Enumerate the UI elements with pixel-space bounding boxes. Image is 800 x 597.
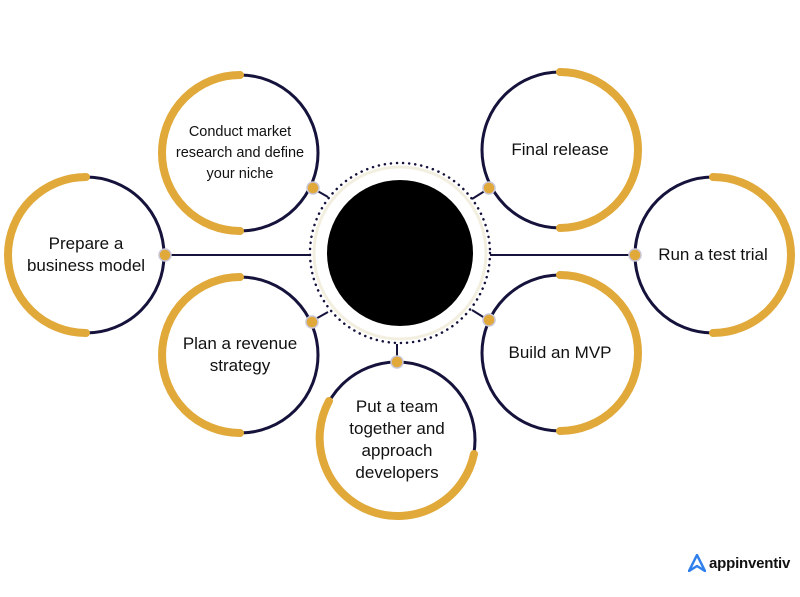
step-label-market-research: Conduct market research and define your … — [175, 123, 305, 182]
center-circle — [327, 180, 473, 326]
node-dot-revenue-strategy — [305, 315, 319, 329]
step-label-team: Put a team together and approach develop… — [349, 397, 445, 482]
center-dotted-ring — [308, 161, 492, 345]
center-halo — [312, 165, 488, 341]
gold-arc-mvp — [556, 271, 642, 435]
step-label-business-model: Prepare a business model — [26, 234, 146, 275]
gold-arc-team — [315, 397, 478, 520]
gold-arc-market-research — [158, 71, 244, 235]
gold-arc-revenue-strategy — [158, 273, 244, 437]
appinventiv-logo-icon — [688, 554, 706, 572]
step-label-test-trial: Run a test trial — [658, 245, 768, 264]
node-dot-mvp — [482, 313, 496, 327]
step-label-final-release: Final release — [511, 140, 609, 159]
node-dot-business-model — [158, 248, 172, 262]
brand-name: appinventiv — [709, 554, 791, 572]
brand-logo: appinventiv — [688, 554, 790, 572]
gold-arc-final-release — [556, 68, 642, 232]
step-label-revenue-strategy: Plan a revenue strategy — [182, 334, 298, 375]
node-dot-market-research — [306, 181, 320, 195]
node-dot-team — [390, 355, 404, 369]
node-dot-final-release — [482, 181, 496, 195]
step-label-mvp: Build an MVP — [508, 343, 612, 362]
node-dot-test-trial — [628, 248, 642, 262]
gold-arc-test-trial — [709, 173, 795, 337]
gold-arc-business-model — [4, 173, 90, 337]
